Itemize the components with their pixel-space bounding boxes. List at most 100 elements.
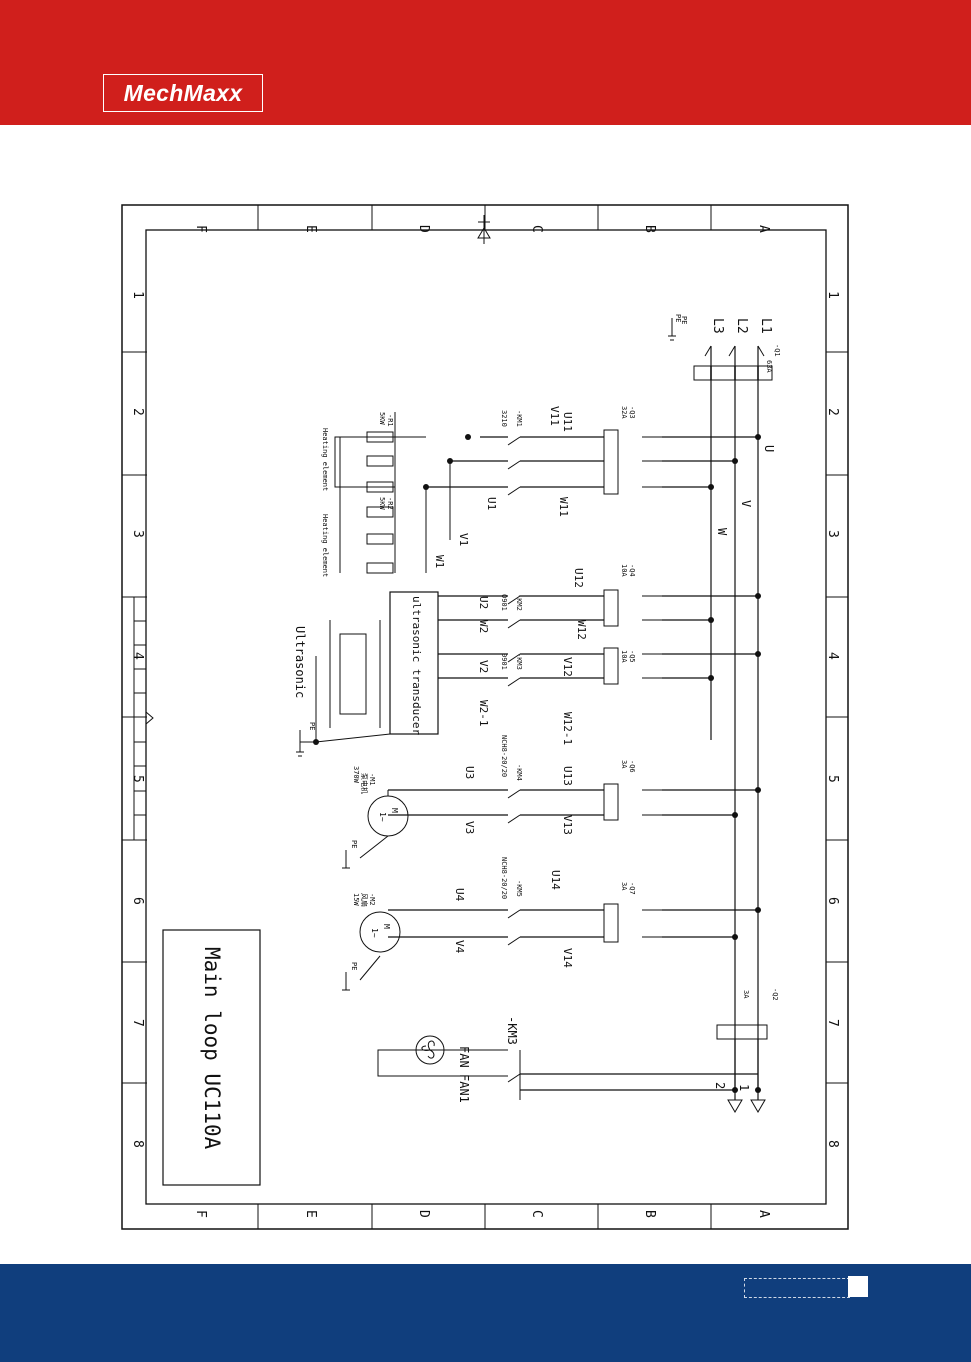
row-label: E — [303, 1210, 318, 1218]
pump-motor-labels: M 1~ -M1 泵电机 370W PE — [350, 766, 399, 848]
wire-label: U13 — [561, 766, 574, 786]
contactor-id: -KM1 — [515, 410, 523, 427]
ground-label: PE — [350, 962, 358, 970]
column-label: 4 — [825, 652, 840, 660]
heater-id: -R1 — [386, 414, 394, 427]
wire-label: V13 — [561, 815, 574, 835]
breaker-rating: 3A — [620, 760, 628, 769]
branch-wiring — [377, 436, 766, 1113]
column-label: 2 — [825, 408, 840, 416]
column-label: 3 — [130, 530, 145, 538]
contactor-id: -KM5 — [515, 880, 523, 897]
ultrasonic-label: Ultrasonic — [293, 626, 307, 698]
wire-label: U3 — [463, 766, 476, 779]
pe-label: PE — [674, 314, 682, 322]
breaker-id: -Q1 — [773, 344, 781, 357]
output-label: 1 — [737, 1084, 751, 1091]
heater-id: -R2 — [386, 497, 394, 510]
wire-label: V1 — [457, 533, 470, 546]
column-label: 6 — [825, 897, 840, 905]
fan-contactor: -KM3 — [505, 1016, 519, 1045]
ultrasonic-symbol — [296, 620, 391, 757]
row-label: A — [756, 225, 771, 233]
motor-symbol: M — [382, 924, 391, 929]
contactor-id: -KM2 — [515, 594, 523, 611]
ruler-strip — [133, 596, 147, 841]
column-label: 5 — [825, 775, 840, 783]
breaker-id: -Q6 — [628, 760, 636, 773]
breaker-rating: 10A — [620, 564, 628, 577]
column-label: 7 — [130, 1019, 145, 1027]
bus-label: U — [762, 445, 776, 452]
wire-label: V12 — [561, 657, 574, 677]
bus-label: V — [739, 500, 753, 507]
wire-label: V4 — [453, 940, 466, 954]
breaker-id: -Q3 — [628, 406, 636, 419]
diagram-title: Main loop UC110A — [200, 947, 224, 1150]
contactor-model: 3210 — [500, 410, 508, 427]
breaker-rating: 10A — [620, 650, 628, 663]
motor-phase: 1~ — [378, 812, 387, 822]
contactor-model: 0901 — [500, 594, 508, 611]
line-label: L1 — [758, 318, 773, 334]
heating-elements — [334, 412, 451, 574]
breaker-id: -Q4 — [628, 564, 636, 577]
mechmaxx-logo: MechMaxx — [103, 74, 263, 112]
row-label: C — [529, 1210, 544, 1218]
contactor-labels: -KM1 3210 -KM2 0901 -KM3 0901 -KM4 NCH8-… — [500, 410, 523, 899]
wire-label: W12 — [575, 620, 588, 640]
page-indicator — [744, 1278, 850, 1298]
motor-id: -M1 — [368, 773, 376, 786]
fan-labels: -KM3 FAN FAN1 1 2 — [457, 1016, 751, 1103]
fan-motor — [342, 911, 401, 991]
motor-phase: 1~ — [370, 928, 379, 938]
wire-label: V3 — [463, 821, 476, 834]
bus-lines — [662, 436, 758, 938]
ground-label: PE — [680, 316, 688, 324]
frame-labels: A B C D E F A B C D E F 1 2 3 4 5 6 7 8 … — [130, 225, 840, 1218]
ground-label: PE — [308, 722, 316, 730]
bus-label: W — [715, 528, 729, 536]
breaker-rating: 3A — [742, 990, 750, 999]
wire-label: V14 — [561, 948, 574, 968]
ground-label: PE — [350, 840, 358, 848]
fan-label: FAN — [457, 1046, 471, 1068]
breaker-labels: -Q3 32A -Q4 10A -Q5 10A -Q6 3A -Q7 3A -Q… — [620, 406, 779, 1001]
breaker-id: -Q7 — [628, 882, 636, 895]
supply-lines — [668, 318, 773, 1090]
brand-header: MechMaxx — [0, 0, 971, 125]
fan-icon — [415, 1035, 445, 1065]
heater-caption: Heating element — [321, 514, 329, 577]
wire-label: V2 — [477, 660, 490, 673]
centering-mark-icon — [145, 710, 154, 726]
column-label: 8 — [825, 1140, 840, 1148]
column-label: 8 — [130, 1140, 145, 1148]
junction-dot — [313, 739, 319, 745]
heater-rating: 5KW — [378, 412, 386, 425]
breaker-rating: 63A — [765, 360, 773, 373]
row-label: D — [416, 1210, 431, 1218]
row-label: E — [303, 225, 318, 233]
transducer-label: ultrasonic transducer — [410, 596, 423, 735]
contactor-model: NCH8-20/20 — [500, 735, 508, 777]
column-label: 5 — [130, 775, 145, 783]
row-label: D — [416, 225, 431, 233]
centering-mark-icon — [477, 215, 491, 244]
motor-power: 15W — [352, 893, 360, 906]
breaker-rating: 32A — [620, 406, 628, 419]
column-label: 1 — [825, 291, 840, 299]
title-block — [162, 929, 261, 1186]
wire-label: U4 — [453, 888, 466, 902]
contactor-model: 0901 — [500, 653, 508, 670]
row-label: C — [529, 225, 544, 233]
motor-power: 370W — [352, 766, 360, 784]
bus-labels: U V W — [715, 445, 776, 536]
line-label: L3 — [710, 318, 725, 334]
row-label: F — [193, 1210, 208, 1218]
heater-labels: -R1 5KW Heating element -R2 5KW Heating … — [321, 412, 394, 577]
wire-label: V11 — [548, 406, 561, 426]
brand-footer — [0, 1264, 971, 1362]
contactor-model: NCH8-20/20 — [500, 857, 508, 899]
supply-labels: L1 L2 L3 PE -Q1 63A — [674, 314, 781, 373]
